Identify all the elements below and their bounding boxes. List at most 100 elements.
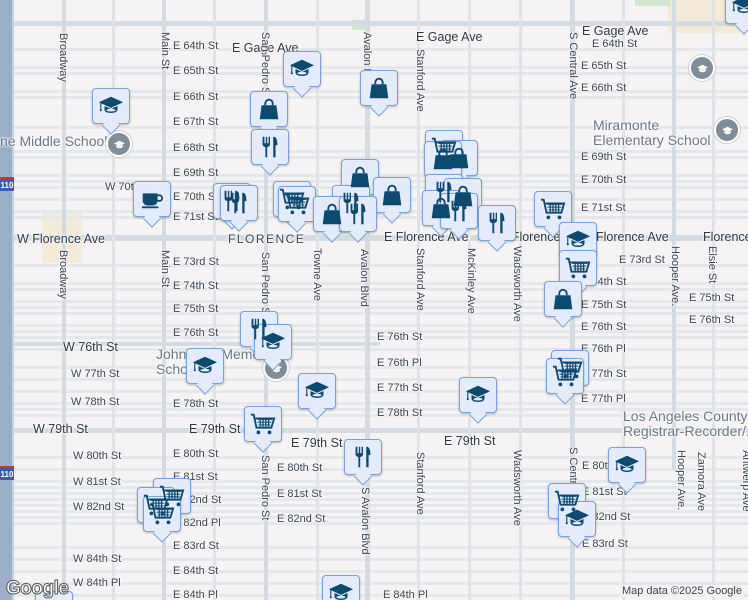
- road-minor: [0, 48, 748, 51]
- street-label: San Pedro St: [259, 455, 271, 521]
- restaurant-marker[interactable]: [478, 205, 516, 241]
- school-pin-icon[interactable]: [689, 55, 715, 81]
- school-marker[interactable]: [254, 324, 292, 360]
- street-label: E 81st St: [582, 486, 627, 498]
- road-minor: [0, 486, 748, 489]
- school-icon: [328, 580, 354, 600]
- school-pin-icon[interactable]: [106, 131, 132, 157]
- grocery-marker[interactable]: [546, 358, 584, 394]
- street-label: Stanford Ave: [414, 49, 426, 112]
- shopping-marker[interactable]: [250, 91, 288, 127]
- grocery-marker[interactable]: [278, 186, 316, 222]
- school-pin-icon[interactable]: [714, 117, 740, 143]
- restaurant-marker[interactable]: [220, 185, 258, 221]
- area-label-florence: FLORENCE: [228, 232, 306, 246]
- grocery-marker[interactable]: [534, 191, 572, 227]
- road-minor: [112, 0, 115, 600]
- street-label: E 82nd St: [277, 513, 326, 525]
- school-marker[interactable]: [459, 377, 497, 413]
- shopping-marker[interactable]: [360, 70, 398, 106]
- school-icon: [304, 378, 330, 404]
- road-mckinley-ave: [468, 0, 471, 600]
- street-label: W 80th St: [73, 450, 122, 462]
- road-minor: [0, 312, 748, 315]
- street-label: E Gage Ave: [582, 24, 649, 38]
- school-icon: [260, 329, 286, 355]
- cafe-marker[interactable]: [133, 181, 171, 217]
- street-label: E 71st St: [173, 211, 218, 223]
- road-minor: [0, 288, 748, 291]
- shopping-icon: [256, 96, 282, 122]
- grocery-icon: [149, 501, 175, 527]
- restaurant-marker[interactable]: [251, 129, 289, 165]
- shopping-marker[interactable]: [341, 159, 379, 195]
- school-marker[interactable]: [558, 501, 596, 537]
- restaurant-icon: [338, 190, 364, 216]
- school-marker[interactable]: [322, 575, 360, 600]
- school-marker[interactable]: [92, 88, 130, 124]
- shopping-marker[interactable]: [544, 281, 582, 317]
- restaurant-icon: [446, 198, 472, 224]
- school-marker[interactable]: [186, 348, 224, 384]
- road-minor: [0, 330, 748, 333]
- poi-label[interactable]: Miramonte Elementary School: [593, 117, 711, 148]
- road-minor: [0, 66, 748, 69]
- grocery-marker[interactable]: [244, 406, 282, 442]
- school-marker[interactable]: [608, 447, 646, 483]
- school-marker[interactable]: [725, 0, 748, 24]
- grocery-marker[interactable]: [559, 250, 597, 286]
- street-label: E 77th Pl: [581, 393, 626, 405]
- map-attribution[interactable]: Map data ©2025 Google: [619, 585, 744, 597]
- street-label: Wadsworth Ave: [511, 246, 523, 322]
- street-label: E 78th St: [173, 398, 219, 410]
- road-wadsworth-ave: [519, 0, 522, 600]
- street-label: E 80th St: [582, 460, 628, 472]
- road-san-pedro-st: [264, 0, 268, 600]
- street-label: E 70th St: [173, 191, 219, 203]
- school-marker[interactable]: [298, 373, 336, 409]
- street-label: E 82nd Pl: [173, 517, 221, 529]
- grocery-icon: [250, 411, 276, 437]
- street-label: E 71st St: [581, 202, 626, 214]
- street-label: Antwerp Ave: [740, 450, 748, 512]
- street-label: E 79th St: [189, 422, 241, 436]
- grocery-marker[interactable]: [143, 496, 181, 532]
- school-marker[interactable]: [559, 222, 597, 258]
- restaurant-marker[interactable]: [339, 196, 377, 232]
- street-label: E 84th Pl: [173, 589, 218, 600]
- shopping-icon: [446, 145, 472, 171]
- poi-label[interactable]: Los Angeles County Registrar-Recorder/..…: [623, 408, 748, 439]
- road-avalon-blvd: [365, 0, 370, 600]
- road-minor: [0, 150, 748, 153]
- school-icon: [564, 506, 590, 532]
- shopping-marker[interactable]: [313, 196, 351, 232]
- road-minor: [0, 300, 748, 303]
- school-marker[interactable]: [283, 51, 321, 87]
- street-label: Hooper Ave.: [675, 450, 687, 511]
- street-label: E 70th St: [581, 174, 627, 186]
- shopping-icon: [379, 182, 405, 208]
- school-icon: [289, 56, 315, 82]
- street-label: Zamora Ave: [695, 452, 707, 512]
- road-minor: [0, 348, 748, 351]
- street-label: E 77th St: [377, 382, 423, 394]
- grocery-icon: [284, 191, 310, 217]
- street-label: E 76th St: [173, 327, 219, 339]
- street-label: E Florence Ave: [384, 230, 469, 244]
- road-minor: [0, 264, 748, 267]
- shopping-marker[interactable]: [373, 177, 411, 213]
- restaurant-marker[interactable]: [344, 439, 382, 475]
- grocery-icon: [552, 363, 578, 389]
- freeway-i110: [0, 0, 14, 600]
- street-label: E 76th Pl: [377, 357, 422, 369]
- poi-label[interactable]: ne Middle School: [0, 133, 108, 149]
- street-label: W 70th St: [105, 181, 154, 193]
- park-area: [635, 0, 670, 6]
- road-w-76th-st: [0, 342, 380, 346]
- street-label: W 82nd St: [73, 501, 125, 513]
- shopping-icon: [347, 164, 373, 190]
- street-label: Main St: [159, 250, 171, 288]
- road-minor: [0, 498, 748, 501]
- grocery-icon: [565, 255, 591, 281]
